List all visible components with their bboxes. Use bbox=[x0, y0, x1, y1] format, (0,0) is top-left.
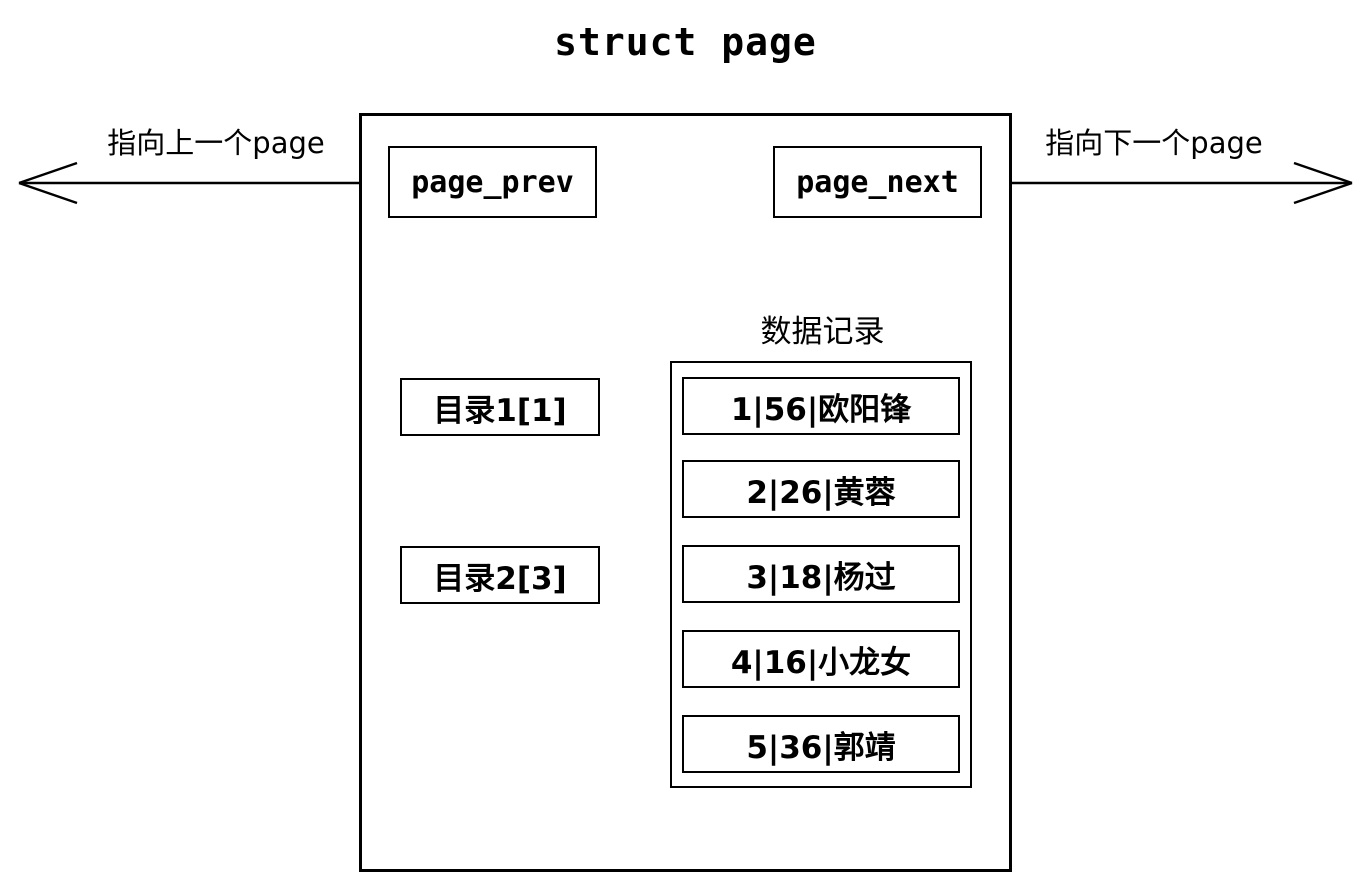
record-box-4: 4|16|小龙女 bbox=[682, 630, 960, 688]
record-text-5: 5|36|郭靖 bbox=[746, 729, 896, 766]
directory-entry-2-box: 目录2[3] bbox=[400, 546, 600, 604]
page-next-box: page_next bbox=[773, 146, 982, 218]
prev-page-arrow bbox=[18, 161, 388, 205]
page-next-label: page_next bbox=[796, 164, 959, 200]
diagram-title: struct page bbox=[554, 20, 817, 64]
directory-entry-1-label: 目录1[1] bbox=[433, 392, 567, 429]
prev-page-arrow-label: 指向上一个page bbox=[107, 126, 325, 160]
next-page-arrow bbox=[982, 161, 1353, 205]
page-prev-box: page_prev bbox=[388, 146, 597, 218]
record-text-1: 1|56|欧阳锋 bbox=[730, 391, 912, 428]
record-box-1: 1|56|欧阳锋 bbox=[682, 377, 960, 435]
record-box-3: 3|18|杨过 bbox=[682, 545, 960, 603]
record-text-4: 4|16|小龙女 bbox=[730, 644, 912, 681]
directory-entry-1-box: 目录1[1] bbox=[400, 378, 600, 436]
next-page-arrow-label: 指向下一个page bbox=[1045, 126, 1263, 160]
record-text-3: 3|18|杨过 bbox=[746, 559, 896, 596]
record-box-5: 5|36|郭靖 bbox=[682, 715, 960, 773]
record-text-2: 2|26|黄蓉 bbox=[746, 474, 896, 511]
records-group-label: 数据记录 bbox=[760, 314, 885, 350]
page-prev-label: page_prev bbox=[411, 164, 574, 200]
directory-entry-2-label: 目录2[3] bbox=[433, 560, 567, 597]
record-box-2: 2|26|黄蓉 bbox=[682, 460, 960, 518]
